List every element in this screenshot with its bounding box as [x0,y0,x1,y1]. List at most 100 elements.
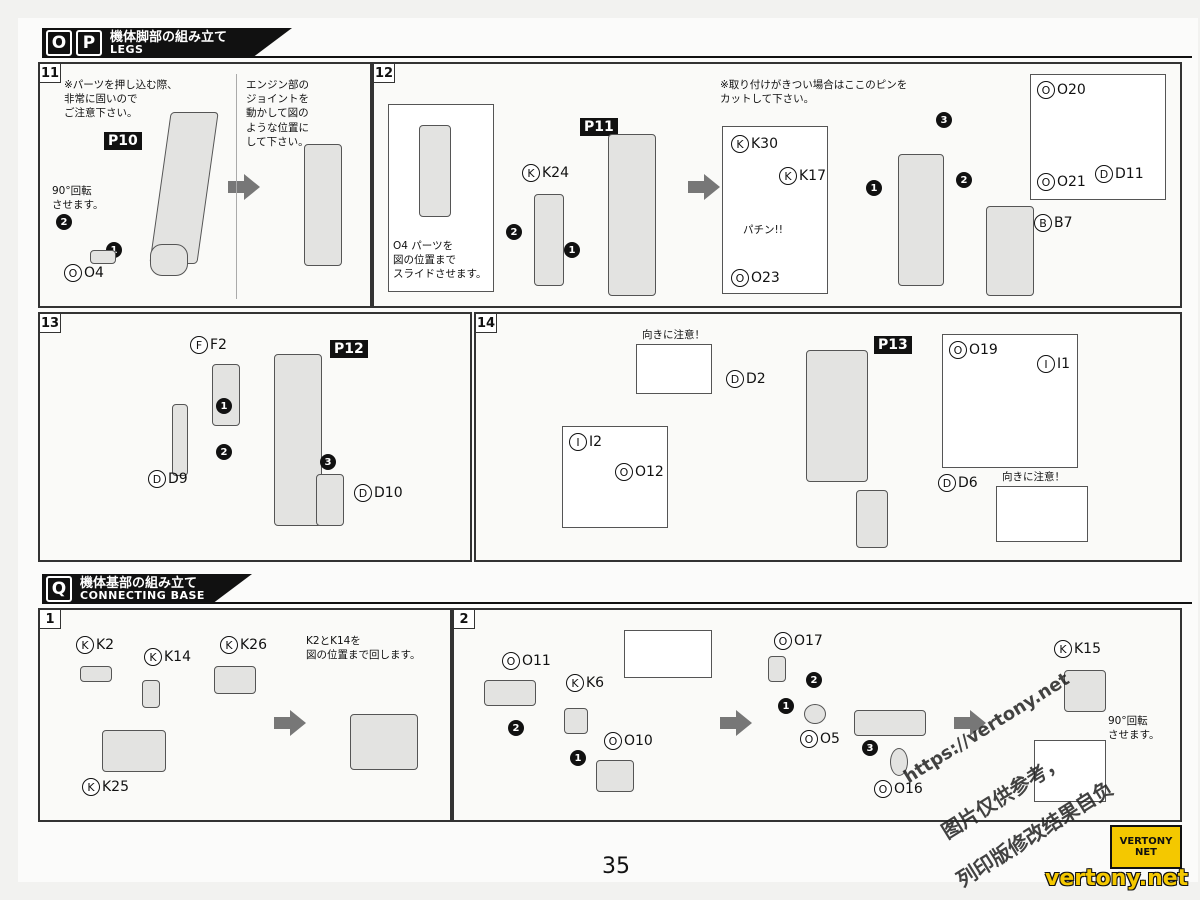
order-2-icon: 2 [216,444,232,460]
k14-part [142,680,160,708]
rotate-parts-note: K2とK14を 図の位置まで回します。 [306,635,421,662]
logo-bottom-text: NET [1134,847,1158,858]
section-title-jp: 機体脚部の組み立て [110,30,228,45]
o16-part [890,748,908,776]
engine-body [898,154,944,286]
page-ref-badge: P11 [580,118,618,136]
k15-part [1064,670,1106,712]
b7-cover [986,206,1034,296]
k24-part [534,194,564,286]
leg-assembly [608,134,656,296]
k26-part [214,666,256,694]
section-badge-q: Q [46,576,72,602]
next-arrow-icon [274,710,306,736]
order-2-icon: 2 [506,224,522,240]
engine-note: エンジン部の ジョイントを 動かして図の ような位置に して下さい。 [246,79,309,148]
leg-main [806,350,868,482]
foot-part [856,490,888,548]
joint-pin [90,250,116,264]
step-number: 1 [39,609,61,629]
detail-frame-base [624,630,712,678]
order-2-icon: 2 [508,720,524,736]
order-3-icon: 3 [320,454,336,470]
k6-part [564,708,588,734]
assembled-base [350,714,418,770]
k25-base [102,730,166,772]
order-1-icon: 1 [216,398,232,414]
d9-part [172,404,188,476]
step-number: 2 [453,609,475,629]
next-arrow-icon [954,710,986,736]
caution-orientation-1: 向きに注意！ [642,329,705,341]
order-3-icon: 3 [862,740,878,756]
order-2-icon: 2 [956,172,972,188]
orientation-detail-1 [636,344,712,394]
next-arrow-icon [228,174,260,200]
step-number: 14 [475,313,497,333]
page-ref-badge: P12 [330,340,368,358]
o17-part [768,656,786,682]
engine-joint [150,244,188,276]
section-title-jp: 機体基部の組み立て [80,576,198,591]
f2-part [212,364,240,426]
page-ref-badge: P10 [104,132,142,150]
orientation-detail-2 [996,486,1088,542]
snap-text: パチン!! [743,224,783,236]
rotate-note: 90°回転 させます。 [1108,715,1160,742]
cut-pin-note: ※取り付けがきつい場合はここのピンを カットして下さい。 [720,79,908,106]
order-1-icon: 1 [570,750,586,766]
step-11-panel: 11 ※パーツを押し込む際、 非常に固いので ご注意下さい。 P10 90°回転… [38,62,372,308]
order-1-icon: 1 [778,698,794,714]
section-title-en: CONNECTING BASE [80,589,205,602]
step-number: 12 [373,63,395,83]
section-badge-p: P [76,30,102,56]
section-q-header: Q 機体基部の組み立て CONNECTING BASE [42,574,252,604]
page-number: 35 [602,854,630,879]
o10-part [596,760,634,792]
base-arm [854,710,926,736]
slide-note: O4 パーツを 図の位置まで スライドさせます。 [393,240,487,281]
rotate-note: 90°回転 させます。 [52,185,104,212]
order-2-icon: 2 [806,672,822,688]
section-badge-o: O [46,30,72,56]
slide-detail-frame: O4 パーツを 図の位置まで スライドさせます。 [388,104,494,292]
section-title-en: LEGS [110,43,144,56]
vertony-logo: VERTONY NET [1110,825,1182,869]
k2-part [80,666,112,682]
order-2-icon: 2 [56,214,72,230]
vertony-site-text: vertony.net [1045,866,1189,891]
engine-part [304,144,342,266]
leg-part [149,112,219,264]
next-arrow-icon [720,710,752,736]
